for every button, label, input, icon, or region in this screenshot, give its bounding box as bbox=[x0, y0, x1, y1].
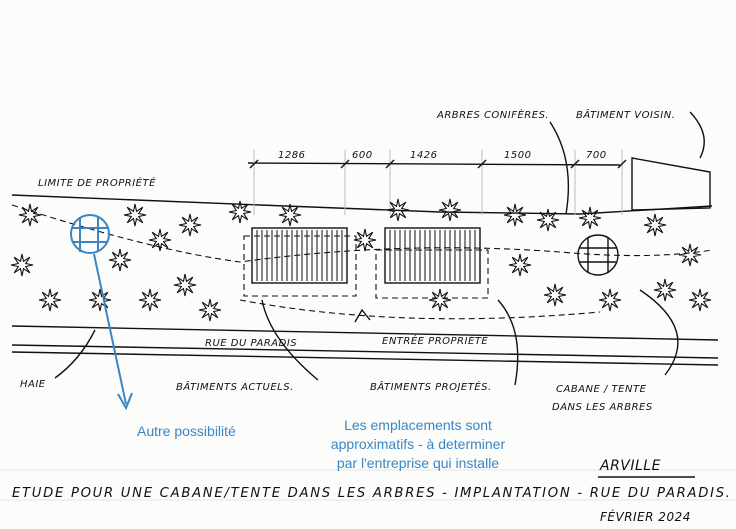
tree-icon bbox=[123, 203, 147, 227]
property-limit-label: LIMITE DE PROPRIÉTÉ bbox=[38, 176, 156, 189]
tree-icon bbox=[178, 213, 202, 237]
dimension-tick bbox=[249, 159, 259, 169]
trees bbox=[10, 198, 712, 322]
alternative-label: Autre possibilité bbox=[137, 423, 236, 439]
dimension-tick bbox=[477, 159, 487, 169]
dimension-4: 1500 bbox=[504, 150, 531, 161]
alternative-location-marker bbox=[70, 214, 133, 411]
tree-icon bbox=[536, 208, 560, 232]
tree-icon bbox=[688, 288, 712, 312]
street-edge-2 bbox=[11, 351, 719, 366]
neighbor-building-label: BÂTIMENT VOISIN. bbox=[576, 108, 675, 121]
note-line-3: par l'entreprise qui installe bbox=[337, 455, 499, 471]
tree-icon bbox=[543, 283, 567, 307]
note-line-2: approximatifs - à determiner bbox=[331, 436, 506, 452]
tree-icon bbox=[10, 253, 34, 277]
dimension-3: 1426 bbox=[410, 150, 437, 161]
tree-icon bbox=[508, 253, 532, 277]
tree-icon bbox=[198, 298, 222, 322]
tree-icon bbox=[653, 278, 677, 302]
tree-icon bbox=[18, 203, 42, 227]
tree-icon bbox=[88, 288, 112, 312]
tree-icon bbox=[38, 288, 62, 312]
conifers-label: ARBRES CONIFÈRES. bbox=[436, 108, 549, 121]
dimension-1: 1286 bbox=[278, 150, 305, 161]
tree-icon bbox=[173, 273, 197, 297]
tree-icon bbox=[353, 228, 377, 252]
tree-icon bbox=[678, 243, 702, 267]
tree-icon bbox=[503, 203, 527, 227]
place-label: ARVILLE bbox=[599, 458, 661, 474]
dimension-line bbox=[247, 162, 621, 166]
tree-icon bbox=[228, 200, 252, 224]
tree-icon bbox=[138, 288, 162, 312]
planned-building bbox=[375, 227, 489, 299]
hedge-label: HAIE bbox=[20, 379, 46, 390]
dimension-tick bbox=[385, 159, 395, 169]
current-buildings-label: BÂTIMENTS ACTUELS. bbox=[176, 380, 294, 393]
tree-icon bbox=[148, 228, 172, 252]
dimension-2: 600 bbox=[352, 150, 373, 161]
dashed-path-2 bbox=[239, 299, 601, 320]
tree-icon bbox=[108, 248, 132, 272]
street-edge bbox=[11, 344, 719, 359]
tree-icon bbox=[578, 206, 602, 230]
street-label: RUE DU PARADIS bbox=[205, 338, 297, 349]
drawing-title: ETUDE POUR UNE CABANE/TENTE DANS LES ARB… bbox=[12, 486, 730, 501]
planned-buildings-label: BÂTIMENTS PROJETÉS. bbox=[370, 380, 492, 393]
treehouse-symbol bbox=[577, 234, 619, 276]
entrance-label: ENTRÉE PROPRIÉTÉ bbox=[382, 334, 488, 347]
dimension-tick bbox=[617, 159, 627, 169]
dashed-path bbox=[11, 204, 713, 263]
tree-icon bbox=[438, 198, 462, 222]
neighbor-building bbox=[631, 157, 711, 211]
tree-icon bbox=[428, 288, 452, 312]
hedge-line bbox=[11, 325, 719, 341]
current-building bbox=[243, 227, 357, 297]
drawing-date: FÉVRIER 2024 bbox=[600, 509, 691, 524]
treehouse-label-1: CABANE / TENTE bbox=[556, 384, 647, 395]
treehouse-label-2: DANS LES ARBRES bbox=[552, 402, 653, 413]
dimension-tick bbox=[340, 159, 350, 169]
dimension-5: 700 bbox=[586, 150, 607, 161]
property-limit-line bbox=[11, 194, 713, 215]
tree-icon bbox=[643, 213, 667, 237]
tree-icon bbox=[598, 288, 622, 312]
tree-icon bbox=[278, 203, 302, 227]
tree-icon bbox=[386, 198, 410, 222]
note-line-1: Les emplacements sont bbox=[344, 417, 492, 433]
dimension-tick bbox=[570, 159, 580, 169]
